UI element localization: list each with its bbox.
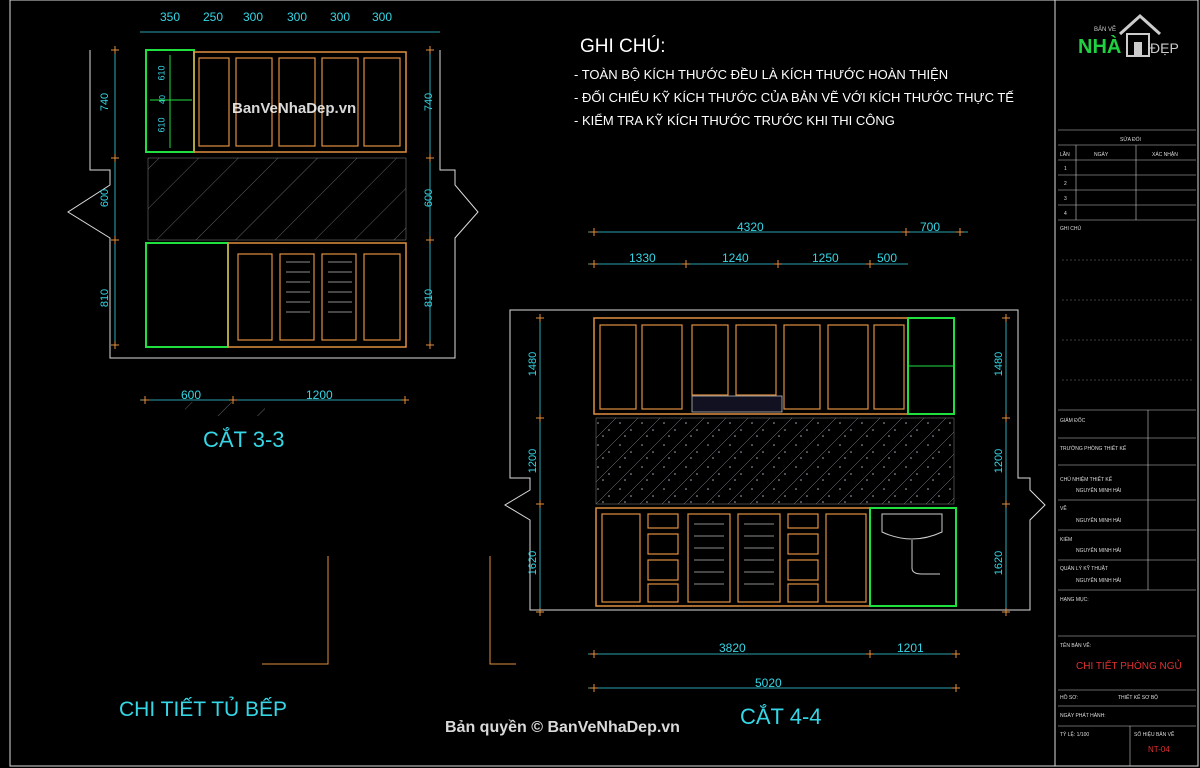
revision-col-3: XÁC NHẬN	[1152, 152, 1178, 158]
title-block-grid	[1058, 129, 1196, 766]
dim-44-top-3: 1250	[812, 251, 839, 265]
checked-label: KIỂM	[1060, 537, 1073, 543]
dim-44-bottom-total: 5020	[755, 676, 782, 690]
dim-44-bottom-2: 1201	[897, 641, 924, 655]
revision-row-4: 4	[1064, 211, 1067, 217]
section-3-3-elevation	[67, 31, 479, 416]
dim-33-inner-1: 610	[156, 65, 167, 81]
revision-row-3: 3	[1064, 196, 1067, 202]
dim-33-top-1: 350	[160, 10, 181, 24]
revision-row-1: 1	[1064, 166, 1067, 172]
dim-33-left-1: 740	[99, 92, 112, 112]
chief-design-label: CHỦ NHIỆM THIẾT KẾ	[1060, 477, 1113, 483]
revision-header: SỬA ĐỔI	[1120, 137, 1141, 143]
director-label: GIÁM ĐỐC	[1060, 418, 1086, 424]
drawn-name: NGUYỄN MINH HẢI	[1076, 518, 1122, 524]
file-no-value: THIẾT KẾ SƠ BỘ	[1118, 695, 1159, 701]
dim-33-inner-3: 40	[157, 95, 167, 104]
section-33-title: CẮT 3-3	[203, 427, 285, 452]
dim-44-top-total: 4320	[737, 220, 764, 234]
dim-44-right-3: 1620	[993, 550, 1006, 576]
note-item-2: - ĐỐI CHIẾU KỸ KÍCH THƯỚC CỦA BẢN VẼ VỚI…	[574, 90, 1014, 105]
tech-manager-name: NGUYỄN MINH HẢI	[1076, 578, 1122, 584]
section-markers	[262, 556, 516, 665]
notes-label: GHI CHÚ	[1060, 226, 1082, 232]
dim-33-bottom-1: 600	[181, 388, 202, 402]
title-block-frame	[1054, 0, 1199, 767]
notes-title: GHI CHÚ:	[580, 36, 666, 57]
note-item-3: - KIỂM TRA KỸ KÍCH THƯỚC TRƯỚC KHI THI C…	[574, 113, 895, 128]
revision-col-2: NGÀY	[1094, 152, 1109, 158]
chief-design-name: NGUYỄN MINH HẢI	[1076, 488, 1122, 494]
dim-33-top-3: 300	[243, 10, 264, 24]
dim-44-bottom-1: 3820	[719, 641, 746, 655]
dim-33-bottom-2: 1200	[306, 388, 333, 402]
drawing-name-label: TÊN BẢN VẼ:	[1060, 643, 1092, 649]
dim-44-left-1: 1480	[527, 351, 540, 377]
dim-44-left-3: 1620	[527, 550, 540, 576]
watermark-top: BanVeNhaDep.vn	[232, 100, 357, 117]
logo-main-text: NHÀ	[1078, 36, 1122, 58]
title-block-note-lines	[1062, 259, 1194, 381]
watermark-bottom: Bản quyền © BanVeNhaDep.vn	[445, 719, 680, 736]
sheet-caption: CHI TIẾT TỦ BẾP	[119, 698, 288, 721]
drawn-label: VẼ	[1060, 506, 1067, 512]
checked-name: NGUYỄN MINH HẢI	[1076, 548, 1122, 554]
head-design-label: TRƯỞNG PHÒNG THIẾT KẾ	[1060, 446, 1127, 452]
dim-33-top-6: 300	[372, 10, 393, 24]
logo-house-icon	[1118, 13, 1162, 57]
tech-manager-label: QUẢN LÝ KỸ THUẬT	[1060, 566, 1108, 572]
dim-33-right-1: 740	[423, 92, 436, 112]
category-label: HẠNG MỤC:	[1060, 597, 1089, 603]
dim-33-left-3: 810	[99, 288, 112, 308]
file-no-label: HỒ SƠ:	[1060, 695, 1078, 701]
sheet-no-label: SỐ HIỆU BẢN VẼ	[1134, 732, 1175, 738]
section-44-title: CẮT 4-4	[740, 704, 822, 729]
dim-33-inner-2: 610	[156, 117, 167, 133]
logo-side-text: ĐẸP	[1150, 40, 1179, 56]
dim-33-right-3: 810	[423, 288, 436, 308]
dim-33-top-4: 300	[287, 10, 308, 24]
dim-33-right-2: 600	[423, 188, 436, 208]
drawing-name: CHI TIẾT PHÒNG NGỦ	[1076, 661, 1182, 672]
dim-33-top-5: 300	[330, 10, 351, 24]
dim-44-top-extra: 700	[920, 220, 941, 234]
sheet-no: NT-04	[1148, 745, 1170, 754]
section-4-4-elevation	[504, 228, 1046, 692]
dim-33-top-2: 250	[203, 10, 224, 24]
logo-small-text: BẢN VẼ	[1094, 27, 1117, 33]
dim-44-left-2: 1200	[527, 448, 540, 474]
date-label: NGÀY PHÁT HÀNH:	[1060, 713, 1106, 719]
revision-row-2: 2	[1064, 181, 1067, 187]
revision-col-1: LẦN	[1060, 152, 1070, 158]
dim-44-top-4: 500	[877, 251, 898, 265]
dim-33-left-2: 600	[99, 188, 112, 208]
dim-44-right-1: 1480	[993, 351, 1006, 377]
dim-44-right-2: 1200	[993, 448, 1006, 474]
dim-44-top-2: 1240	[722, 251, 749, 265]
scale-label: TỶ LỆ: 1/100	[1060, 732, 1090, 738]
dim-44-top-1: 1330	[629, 251, 656, 265]
note-item-1: - TOÀN BỘ KÍCH THƯỚC ĐỀU LÀ KÍCH THƯỚC H…	[574, 67, 949, 82]
